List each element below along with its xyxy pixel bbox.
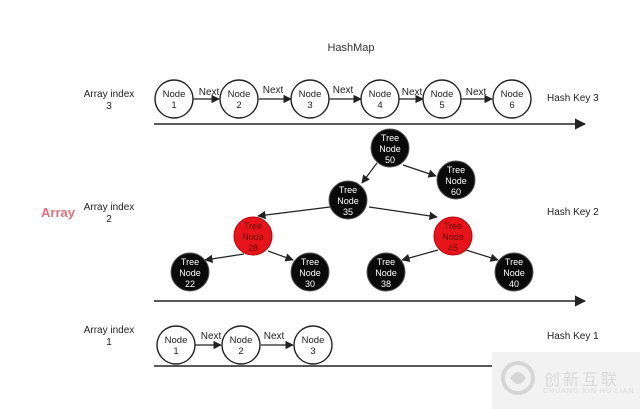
tree-node-38-line1: Tree — [377, 257, 395, 267]
row-1-node-3: Node 3 — [293, 325, 333, 365]
row-3-node-2-number: 2 — [236, 100, 241, 111]
row-3-node-3-label: Node — [299, 89, 322, 100]
array-index-3-label: Array index — [84, 89, 135, 100]
tree-node-38-line2: Node — [375, 268, 397, 278]
tree-edge-35-45 — [368, 206, 438, 221]
array-index-3-number: 3 — [106, 101, 112, 112]
watermark-brand-cn: 创新互联 — [544, 370, 621, 389]
tree-node-40-line1: Tree — [505, 257, 523, 267]
tree-node-45-line1: Tree — [444, 221, 462, 231]
row-3-next-label-2: Next — [263, 85, 284, 96]
row-1-node-3-label: Node — [302, 335, 325, 346]
row-3-node-3: Node 3 — [290, 79, 330, 119]
row-1-node-1-label: Node — [165, 335, 188, 346]
row-3-node-4: Node 4 — [360, 79, 400, 119]
row-3-next-label-3: Next — [333, 85, 354, 96]
tree-edge-45-40 — [465, 249, 499, 262]
array-side-label: Array — [41, 205, 76, 220]
row-1-next-label-1: Next — [201, 331, 222, 342]
tree-node-40-line2: Node — [503, 268, 525, 278]
row-3-next-label-5: Next — [466, 87, 487, 98]
row-3-node-6-label: Node — [501, 89, 524, 100]
tree-node-50-line2: Node — [379, 144, 401, 154]
tree-node-45-value: 45 — [448, 243, 458, 253]
row-1-node-2-label: Node — [230, 335, 253, 346]
tree-node-50-line1: Tree — [381, 133, 399, 143]
row-1-node-2: Node 2 — [221, 325, 261, 365]
tree-edge-50-60 — [402, 164, 437, 178]
swirl-logo-icon — [501, 361, 535, 395]
tree-node-28: Tree Node 28 — [233, 216, 273, 256]
tree-edge-28-22 — [204, 253, 245, 264]
tree-node-38: Tree Node 38 — [366, 252, 406, 292]
tree-node-35-line2: Node — [337, 196, 359, 206]
tree-node-28-line1: Tree — [244, 221, 262, 231]
row-1-node-1-number: 1 — [173, 346, 178, 357]
tree-node-40-value: 40 — [509, 279, 519, 289]
tree-node-50: Tree Node 50 — [370, 128, 410, 168]
tree-node-22-value: 22 — [185, 279, 195, 289]
row-1-next-label-2: Next — [264, 331, 285, 342]
array-index-1-number: 1 — [106, 337, 112, 348]
tree-node-30-value: 30 — [305, 279, 315, 289]
row-3-node-5-number: 5 — [439, 100, 444, 111]
tree-node-60-value: 60 — [451, 187, 461, 197]
hash-key-2-label: Hash Key 2 — [547, 207, 599, 218]
tree-node-28-value: 28 — [248, 243, 258, 253]
row-3-node-5-label: Node — [431, 89, 454, 100]
tree-node-50-value: 50 — [385, 155, 395, 165]
tree-node-30-line2: Node — [299, 268, 321, 278]
tree-node-60-line2: Node — [445, 176, 467, 186]
row-3-node-1-number: 1 — [171, 100, 176, 111]
tree-edge-28-30 — [267, 250, 294, 262]
tree-node-28-line2: Node — [242, 232, 264, 242]
row-3-node-3-number: 3 — [307, 100, 312, 111]
tree-node-22-line1: Tree — [181, 257, 199, 267]
row-1-node-1: Node 1 — [156, 325, 196, 365]
row-3-next-label-1: Next — [199, 87, 220, 98]
row-3-node-6: Node 6 — [492, 79, 532, 119]
tree-node-45-line2: Node — [442, 232, 464, 242]
tree-edge-35-28 — [257, 206, 331, 220]
row-3-node-4-label: Node — [369, 89, 392, 100]
hash-key-3-label: Hash Key 3 — [547, 93, 599, 104]
diagram-title: HashMap — [327, 42, 374, 54]
tree-node-30: Tree Node 30 — [290, 252, 330, 292]
tree-edge-45-38 — [401, 249, 439, 263]
array-index-2-number: 2 — [106, 214, 112, 225]
row-3-next-label-4: Next — [402, 87, 423, 98]
row-1-node-3-number: 3 — [310, 346, 315, 357]
hash-key-1-label: Hash Key 1 — [547, 331, 599, 342]
tree-node-40: Tree Node 40 — [494, 252, 534, 292]
tree-node-60: Tree Node 60 — [436, 160, 476, 200]
row-3-node-1: Node 1 — [154, 79, 194, 119]
row-1-node-2-number: 2 — [238, 346, 243, 357]
tree-node-35: Tree Node 35 — [328, 180, 368, 220]
tree-node-38-value: 38 — [381, 279, 391, 289]
tree-node-60-line1: Tree — [447, 165, 465, 175]
row-3-node-6-number: 6 — [509, 100, 514, 111]
row-3-node-5: Node 5 — [422, 79, 462, 119]
row-3-node-2: Node 2 — [219, 79, 259, 119]
row-3-node-1-label: Node — [163, 89, 186, 100]
watermark-brand-en: CHUANG XIN HU LIAN — [543, 388, 635, 395]
tree-node-22-line2: Node — [179, 268, 201, 278]
array-index-2-label: Array index — [84, 202, 135, 213]
tree-node-22: Tree Node 22 — [170, 252, 210, 292]
tree-node-45: Tree Node 45 — [433, 216, 473, 256]
tree-node-35-line1: Tree — [339, 185, 357, 195]
tree-node-30-line1: Tree — [301, 257, 319, 267]
tree-edge-50-35 — [361, 162, 378, 184]
row-3-node-4-number: 4 — [377, 100, 382, 111]
array-index-1-label: Array index — [84, 325, 135, 336]
tree-node-35-value: 35 — [343, 207, 353, 217]
row-3-node-2-label: Node — [228, 89, 251, 100]
